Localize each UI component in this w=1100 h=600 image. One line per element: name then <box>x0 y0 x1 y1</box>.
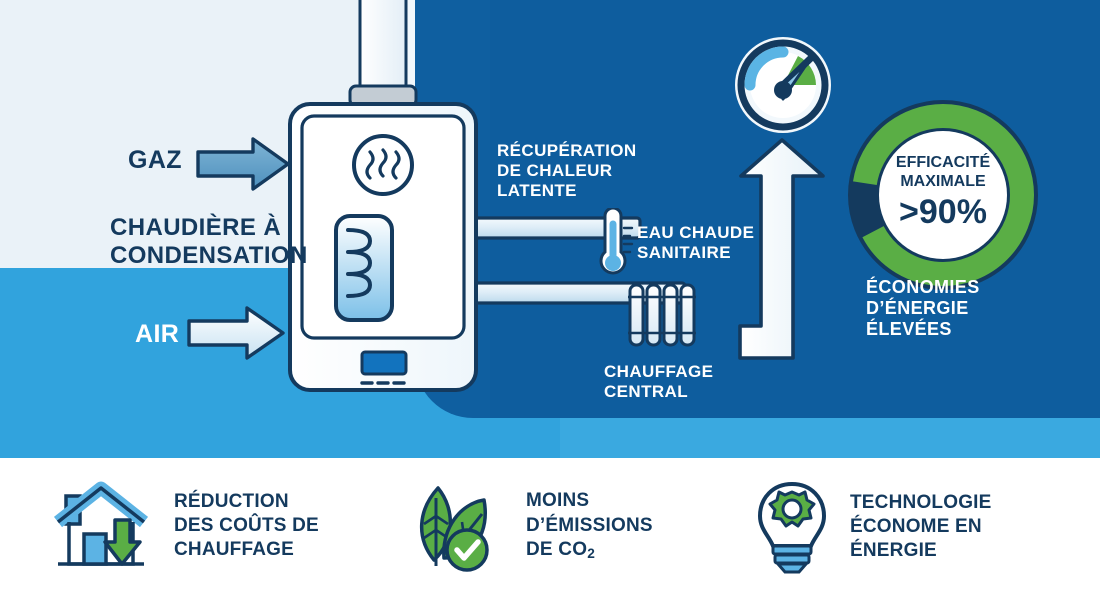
label-savings-line1: ÉCONOMIES <box>866 277 980 297</box>
label-domestic-hot-water: EAU CHAUDE SANITAIRE <box>637 223 754 263</box>
max-efficiency-badge: EFFICACITÉ MAXIMALE >90% <box>848 100 1038 290</box>
efficiency-gauge-icon <box>735 37 831 133</box>
benefit-item-co2-emissions: MOINS D’ÉMISSIONS DE CO2 <box>412 480 653 572</box>
label-condensing-boiler-line1: CHAUDIÈRE À <box>110 214 282 241</box>
label-latent-heat-recovery: RÉCUPÉRATION DE CHALEUR LATENTE <box>497 141 637 201</box>
label-savings-line2: D’ÉNERGIE <box>866 298 969 319</box>
label-latent-heat-line3: LATENTE <box>497 181 577 201</box>
label-central-heating: CHAUFFAGE CENTRAL <box>604 362 713 402</box>
label-latent-heat-line1: RÉCUPÉRATION <box>497 141 637 160</box>
label-central-heating-line2: CENTRAL <box>604 382 689 402</box>
energy-savings-up-arrow <box>738 138 825 360</box>
benefit-1-text: RÉDUCTION DES COÛTS DE CHAUFFAGE <box>174 490 319 563</box>
leaf-check-icon <box>420 486 489 572</box>
benefit-2-line3: DE CO2 <box>526 538 653 563</box>
benefit-2-line2: D’ÉMISSIONS <box>526 514 653 536</box>
benefit-3-text: TECHNOLOGIE ÉCONOME EN ÉNERGIE <box>850 491 992 564</box>
label-latent-heat-line2: DE CHALEUR <box>497 161 613 181</box>
label-energy-savings: ÉCONOMIES D’ÉNERGIE ÉLEVÉES <box>866 277 980 341</box>
benefit-2-text: MOINS D’ÉMISSIONS DE CO2 <box>526 489 653 562</box>
condensing-boiler-unit <box>288 0 478 392</box>
efficiency-label-line2: MAXIMALE <box>900 172 986 190</box>
label-hot-water-line1: EAU CHAUDE <box>637 223 755 242</box>
benefit-1-line3: CHAUFFAGE <box>174 539 295 561</box>
benefit-2-line1: MOINS <box>526 490 590 512</box>
benefit-item-heating-cost: RÉDUCTION DES COÛTS DE CHAUFFAGE <box>52 480 319 572</box>
gas-input-arrow <box>196 137 290 191</box>
benefit-1-line2: DES COÛTS DE <box>174 514 319 536</box>
benefit-1-line1: RÉDUCTION <box>174 490 289 512</box>
efficiency-value: >90% <box>899 193 987 232</box>
benefit-item-energy-tech: TECHNOLOGIE ÉCONOME EN ÉNERGIE <box>752 480 992 574</box>
label-condensing-boiler: CHAUDIÈRE À CONDENSATION <box>110 214 410 271</box>
background-strip-white <box>0 458 1100 600</box>
label-savings-line3: ÉLEVÉES <box>866 319 952 340</box>
label-gas: GAZ <box>128 146 182 174</box>
benefit-3-line2: ÉCONOME EN <box>850 515 982 537</box>
central-heating-radiator-icon <box>628 283 696 347</box>
benefit-2-line3-sub: 2 <box>587 546 595 562</box>
air-input-arrow <box>187 306 285 360</box>
label-condensing-boiler-line2: CONDENSATION <box>110 242 308 270</box>
lightbulb-gear-icon <box>757 481 827 574</box>
house-savings-icon <box>53 481 149 566</box>
benefit-3-line1: TECHNOLOGIE <box>850 491 992 513</box>
benefit-3-line3: ÉNERGIE <box>850 540 937 562</box>
label-hot-water-line2: SANITAIRE <box>637 243 731 263</box>
label-air: AIR <box>135 320 180 348</box>
efficiency-label-line1: EFFICACITÉ <box>895 154 991 171</box>
benefit-2-line3-pre: DE CO <box>526 539 588 561</box>
hot-water-thermometer-icon <box>599 208 634 275</box>
label-central-heating-line1: CHAUFFAGE <box>604 362 714 381</box>
